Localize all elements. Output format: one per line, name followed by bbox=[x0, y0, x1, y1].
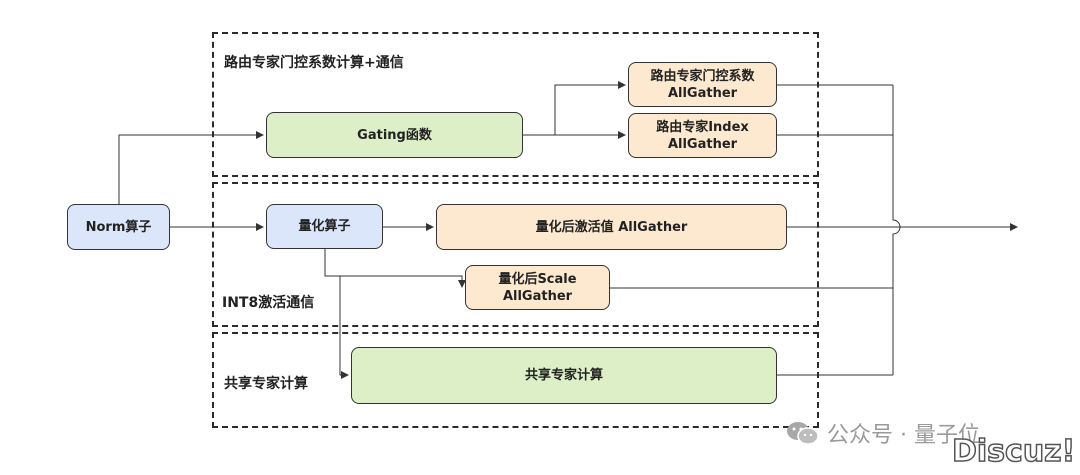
scale-allgather-node: 量化后Scale AllGather bbox=[465, 265, 610, 310]
shared-compute-node: 共享专家计算 bbox=[351, 347, 777, 404]
gating-to-coef-line bbox=[523, 81, 626, 136]
wechat-icon bbox=[787, 422, 819, 445]
norm-label: Norm算子 bbox=[85, 219, 152, 235]
quant-to-shared-line bbox=[339, 276, 349, 379]
site-watermark: Discuz! bbox=[951, 433, 1076, 470]
quant-node: 量化算子 bbox=[266, 204, 383, 249]
gating-label: Gating函数 bbox=[357, 127, 432, 143]
scale-label-1: 量化后Scale bbox=[498, 271, 577, 287]
act-allgather-node: 量化后激活值 AllGather bbox=[436, 204, 787, 250]
shared-compute-label: 共享专家计算 bbox=[524, 368, 603, 383]
scale-label-2: AllGather bbox=[502, 288, 573, 304]
gating-node: Gating函数 bbox=[266, 112, 523, 158]
shared-group-label: 共享专家计算 bbox=[224, 376, 308, 392]
gate-coef-label-2: AllGather bbox=[667, 85, 738, 101]
index-label-1: 路由专家Index bbox=[656, 119, 749, 135]
routing-group bbox=[212, 32, 819, 177]
watermark: 公众号 · 量子位 bbox=[785, 417, 980, 449]
norm-to-gating-line bbox=[118, 131, 264, 204]
int8-group bbox=[212, 182, 819, 327]
act-allgather-label: 量化后激活值 AllGather bbox=[535, 219, 688, 235]
index-allgather-node: 路由专家Index AllGather bbox=[628, 113, 777, 158]
quant-label: 量化算子 bbox=[298, 219, 351, 234]
int8-group-label: INT8激活通信 bbox=[222, 295, 315, 311]
output-bus-line bbox=[892, 85, 901, 375]
gate-coef-label-1: 路由专家门控系数 bbox=[650, 68, 755, 84]
gate-coef-allgather-node: 路由专家门控系数 AllGather bbox=[628, 62, 777, 107]
watermark-text: 公众号 · 量子位 bbox=[827, 423, 980, 448]
routing-group-label: 路由专家门控系数计算+通信 bbox=[224, 55, 404, 71]
shared-group bbox=[212, 332, 819, 428]
index-label-2: AllGather bbox=[667, 136, 738, 152]
norm-node: Norm算子 bbox=[67, 204, 170, 250]
quant-to-scale-line bbox=[324, 249, 466, 288]
